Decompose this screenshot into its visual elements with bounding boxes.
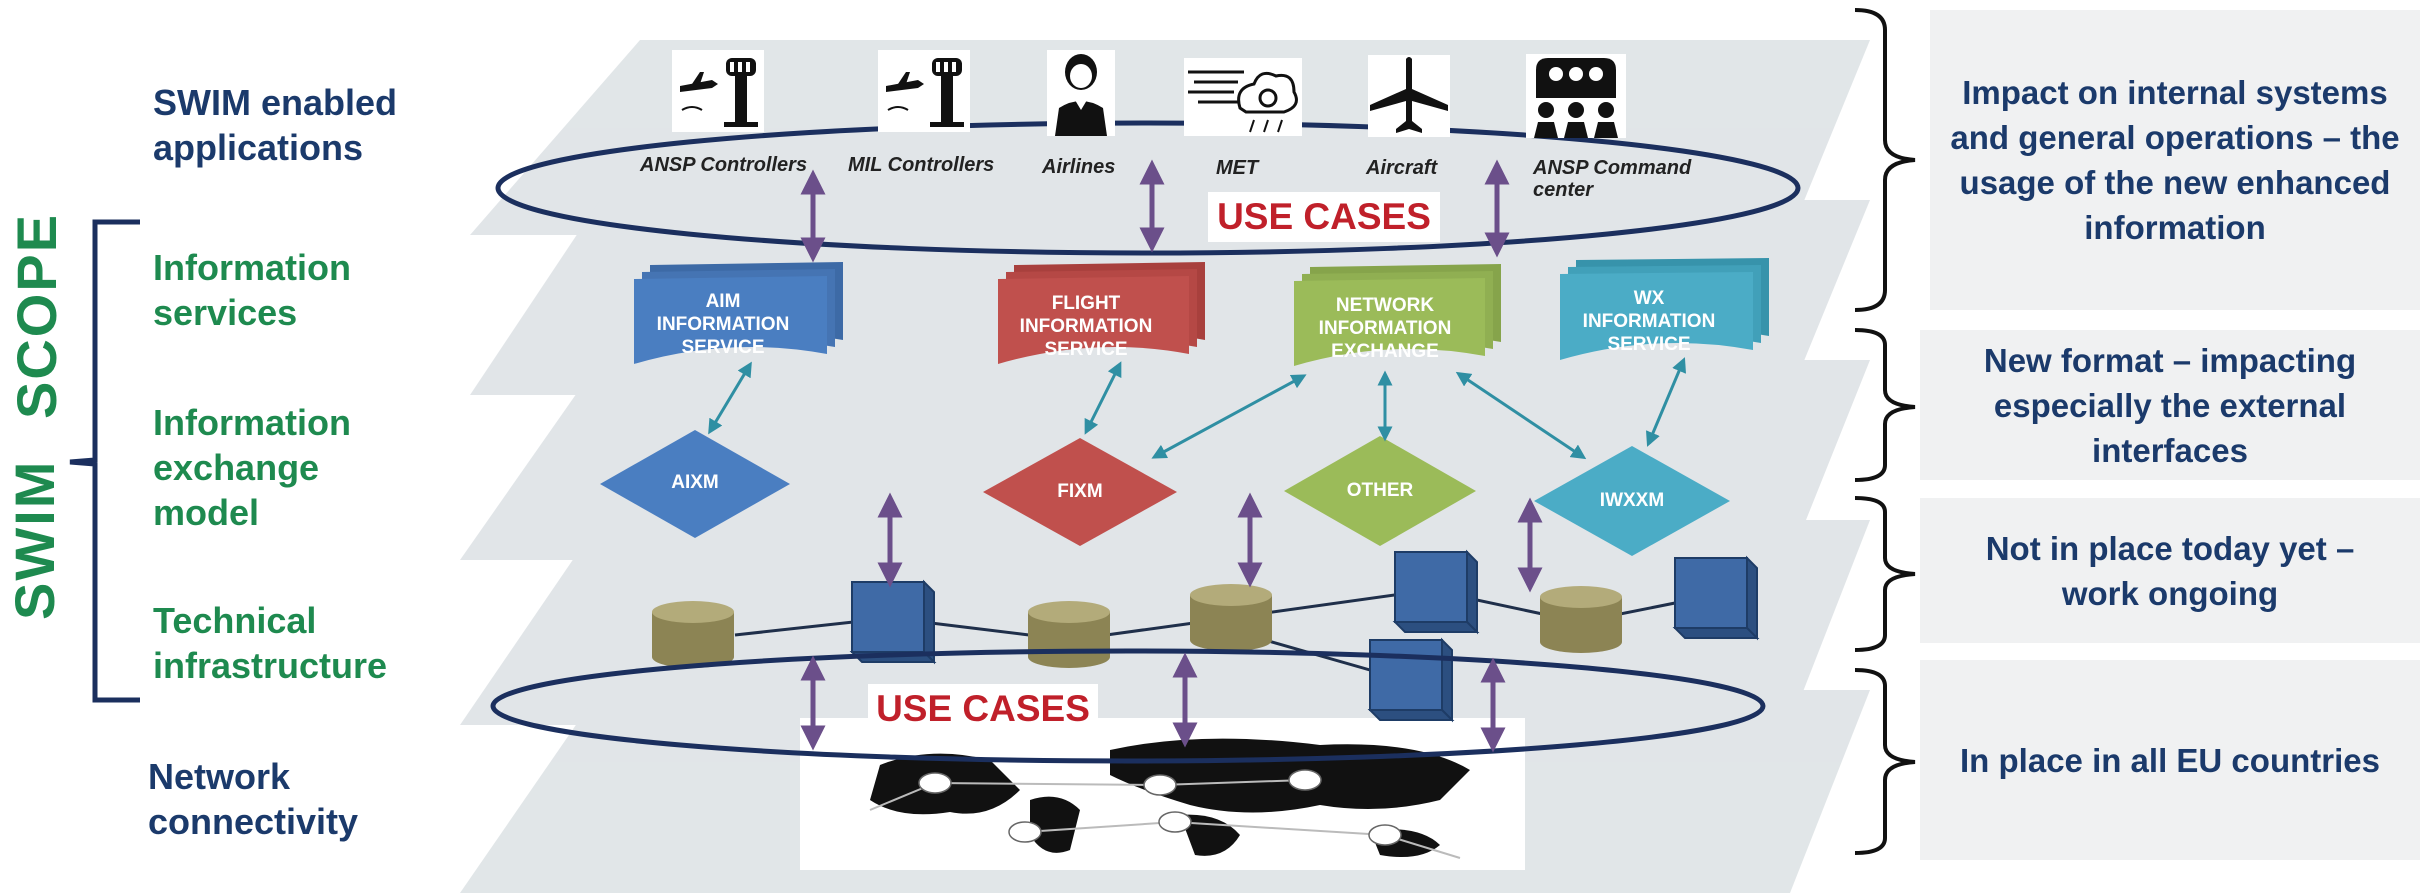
use-cases-label-top: USE CASES [1208, 192, 1440, 242]
app-label-aircraft: Aircraft [1366, 157, 1438, 179]
db-1 [652, 601, 734, 668]
model-label-other: OTHER [1346, 480, 1414, 501]
use-cases-ellipse-top [495, 120, 1801, 256]
app-icon-aircraft [1368, 55, 1450, 137]
app-icon-command-center [1526, 54, 1626, 138]
app-label-mil-controllers: MIL Controllers [848, 154, 995, 176]
layer-label-apps: SWIM enabled applications [153, 82, 398, 168]
app-icon-airlines [1047, 50, 1115, 136]
doc-aim [634, 262, 843, 364]
app-label-ansp-controllers: ANSP Controllers [640, 154, 808, 176]
weather-icon [1188, 70, 1298, 133]
layer-label-info-services: Information services [153, 247, 351, 333]
impact-box-infra: Not in place today yet – work ongoing [1920, 498, 2420, 643]
model-label-fixm: FIXM [1057, 481, 1103, 502]
db-2 [1028, 601, 1110, 668]
app-label-ansp-command-center: ANSP Command center [1533, 157, 1692, 201]
right-braces [1854, 8, 1916, 855]
scope-word-swim: SWIM [3, 459, 66, 620]
db-3 [1190, 584, 1272, 651]
service-label-wx: WX INFORMATION SERVICE [1582, 288, 1716, 355]
model-label-iwxxm: IWXXM [1599, 490, 1665, 511]
use-cases-label-bottom: USE CASES [868, 684, 1098, 734]
service-label-network: NETWORK INFORMATION EXCHANGE [1318, 295, 1452, 362]
server-4 [1367, 637, 1455, 723]
diamond-fixm [983, 438, 1177, 546]
impact-box-format: New format – impacting especially the ex… [1920, 330, 2420, 480]
server-3 [1672, 555, 1760, 641]
impact-box-network: In place in all EU countries [1920, 660, 2420, 860]
network-map [800, 718, 1525, 870]
layer-label-tech-infra: Technical infrastructure [153, 600, 388, 686]
purple-arrows [800, 159, 1543, 753]
airplane-icon [1370, 57, 1448, 133]
diamond-iwxxm [1534, 446, 1730, 556]
databases [652, 584, 1622, 668]
impact-box-apps: Impact on internal systems and general o… [1930, 10, 2420, 310]
model-diamonds [600, 430, 1730, 556]
doc-wx [1560, 258, 1769, 360]
service-label-flight: FLIGHT INFORMATION SERVICE [1019, 293, 1153, 360]
command-center-icon [1534, 58, 1618, 138]
scope-word-scope: SCOPE [5, 212, 68, 419]
app-icon-met [1184, 58, 1302, 136]
flight-attendant-icon [1055, 54, 1107, 136]
layer-label-network: Network connectivity [148, 756, 359, 842]
service-label-aim: AIM INFORMATION SERVICE [656, 291, 790, 358]
diamond-other [1284, 436, 1476, 546]
control-tower-icon [680, 58, 758, 127]
doc-network [1294, 264, 1501, 366]
use-cases-ellipse-bottom [490, 648, 1766, 764]
server-2 [1392, 549, 1480, 635]
teal-arrows [708, 357, 1687, 460]
service-docs [634, 258, 1769, 366]
app-icon-ansp-controllers [672, 50, 764, 132]
layer-label-exchange-model: Information exchange model [153, 402, 351, 533]
db-4 [1540, 586, 1622, 653]
server-1 [849, 579, 937, 665]
app-icon-mil-controllers [878, 50, 970, 132]
app-label-airlines: Airlines [1042, 156, 1116, 178]
scope-bracket [69, 219, 140, 703]
app-label-met: MET [1216, 157, 1259, 179]
control-tower-icon [886, 58, 964, 127]
diamond-aixm [600, 430, 790, 538]
doc-flight [998, 262, 1205, 364]
model-label-aixm: AIXM [671, 472, 719, 493]
